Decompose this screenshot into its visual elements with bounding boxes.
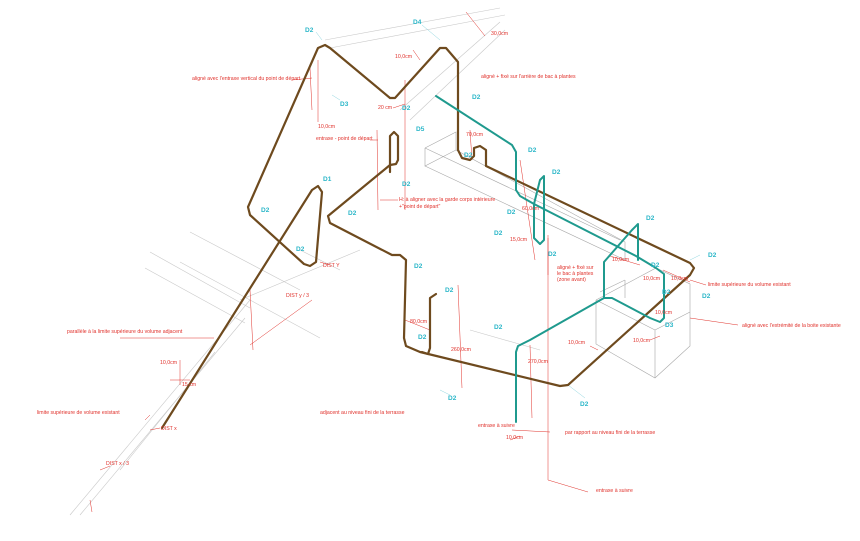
tag-d2: D2 bbox=[552, 169, 561, 176]
note-parallele: parallèle à la limite supérieure du volu… bbox=[67, 329, 183, 335]
dim-80cm: 80,0cm bbox=[410, 319, 428, 325]
note-bac-line2: le bac à plantes bbox=[557, 271, 594, 277]
dim-10cm-b: 10,0cm bbox=[643, 276, 661, 282]
note-par-rapport-terrasse: par rapport au niveau fini de la terrass… bbox=[565, 430, 656, 436]
tag-d2: D2 bbox=[646, 215, 655, 222]
tag-d2: D2 bbox=[662, 289, 671, 296]
teal-pipe-run bbox=[435, 95, 665, 423]
tag-leaders bbox=[315, 24, 701, 399]
note-bac-line3: (zone avant) bbox=[557, 277, 586, 283]
tag-d2: D2 bbox=[296, 246, 305, 253]
dim-10cm-h: 10,0cm bbox=[160, 360, 178, 366]
dim-260cm: 260,0cm bbox=[451, 347, 471, 353]
note-garde-corps: H: à aligner avec la garde corps intérie… bbox=[399, 197, 496, 203]
tag-d2: D2 bbox=[418, 334, 427, 341]
note-entraxe-suivre: entraxe à suivre bbox=[478, 423, 515, 429]
dim-dist-x: DIST x bbox=[161, 426, 177, 432]
tag-d2: D2 bbox=[494, 324, 503, 331]
note-point-depart: +"point de départ" bbox=[399, 204, 441, 210]
tag-d2: D2 bbox=[472, 94, 481, 101]
tag-d2: D2 bbox=[464, 152, 473, 159]
note-limite-superieure-left: limite supérieure de volume existant bbox=[37, 410, 120, 416]
dim-10cm-left: 10,0cm bbox=[318, 124, 336, 130]
tag-d1: D1 bbox=[323, 176, 332, 183]
tag-d2: D2 bbox=[402, 181, 411, 188]
tag-d2: D2 bbox=[580, 401, 589, 408]
note-adjacent-terrasse: adjacent au niveau fini de la terrasse bbox=[320, 410, 405, 416]
dim-10cm-top: 10,0cm bbox=[395, 54, 413, 60]
tag-d2: D2 bbox=[305, 27, 314, 34]
brown-pipe-run bbox=[160, 43, 696, 430]
tag-d2: D2 bbox=[548, 251, 557, 258]
teal-pipe-loop bbox=[533, 175, 545, 245]
note-aligne-boite: aligné avec l'extrémité de la boite exis… bbox=[742, 323, 841, 329]
dim-60cm: 60,0cm bbox=[522, 206, 540, 212]
note-entraxe-suivre-2: entraxe à suivre bbox=[596, 488, 633, 494]
dim-20cm: 20 cm bbox=[378, 105, 393, 111]
note-bac-line1: aligné + fixé sur bbox=[557, 265, 594, 271]
dim-dist-x-3: DIST x / 3 bbox=[106, 461, 129, 467]
dim-70cm: 70,0cm bbox=[466, 132, 484, 138]
dim-10cm-e: 10,0cm bbox=[633, 338, 651, 344]
dim-10cm-g: 10,0cm bbox=[506, 435, 524, 441]
note-entraxe-depart: entraxe - point de départ bbox=[316, 136, 373, 142]
dim-30cm: 30,0cm bbox=[491, 31, 509, 37]
tag-d2: D2 bbox=[445, 287, 454, 294]
tag-d3: D3 bbox=[665, 322, 674, 329]
guide-lines bbox=[69, 7, 541, 516]
dimension-leaders bbox=[89, 11, 739, 513]
dim-15cm-left: 15 cm bbox=[182, 382, 197, 388]
dim-15cm: 15,0cm bbox=[510, 237, 528, 243]
brown-pipe-branch bbox=[420, 292, 438, 356]
dim-270cm: 270,0cm bbox=[528, 359, 548, 365]
tag-d4: D4 bbox=[413, 19, 422, 26]
note-entraxe-vertical: aligné avec l'entraxe vertical du point … bbox=[192, 76, 301, 82]
note-aligne-fixe-arriere: aligné + fixé sur l'arrière de bac à pla… bbox=[481, 74, 576, 80]
tag-d2: D2 bbox=[348, 210, 357, 217]
tag-d5: D5 bbox=[416, 126, 425, 133]
tag-d2: D2 bbox=[507, 209, 516, 216]
tag-d2: D2 bbox=[448, 395, 457, 402]
dim-dist-y-3: DIST y / 3 bbox=[286, 293, 309, 299]
tag-d3: D3 bbox=[340, 101, 349, 108]
dim-10cm-c: 10,0cm bbox=[671, 276, 689, 282]
teal-pipe-upper-riser bbox=[603, 223, 639, 299]
tag-d2: D2 bbox=[702, 293, 711, 300]
dim-10cm-a: 10,0cm bbox=[612, 257, 630, 263]
tag-d2: D2 bbox=[261, 207, 270, 214]
tag-d2: D2 bbox=[651, 262, 660, 269]
tag-d2: D2 bbox=[494, 230, 503, 237]
tag-d2: D2 bbox=[528, 147, 537, 154]
tag-d2: D2 bbox=[414, 263, 423, 270]
tag-d2: D2 bbox=[708, 252, 717, 259]
dim-10cm-f: 10,0cm bbox=[568, 340, 586, 346]
note-limite-superieure-right: limite supérieure du volume existant bbox=[708, 282, 791, 288]
tag-d2: D2 bbox=[402, 105, 411, 112]
dim-10cm-d: 10,0cm bbox=[655, 310, 673, 316]
dim-dist-y: DIST Y bbox=[323, 263, 340, 269]
